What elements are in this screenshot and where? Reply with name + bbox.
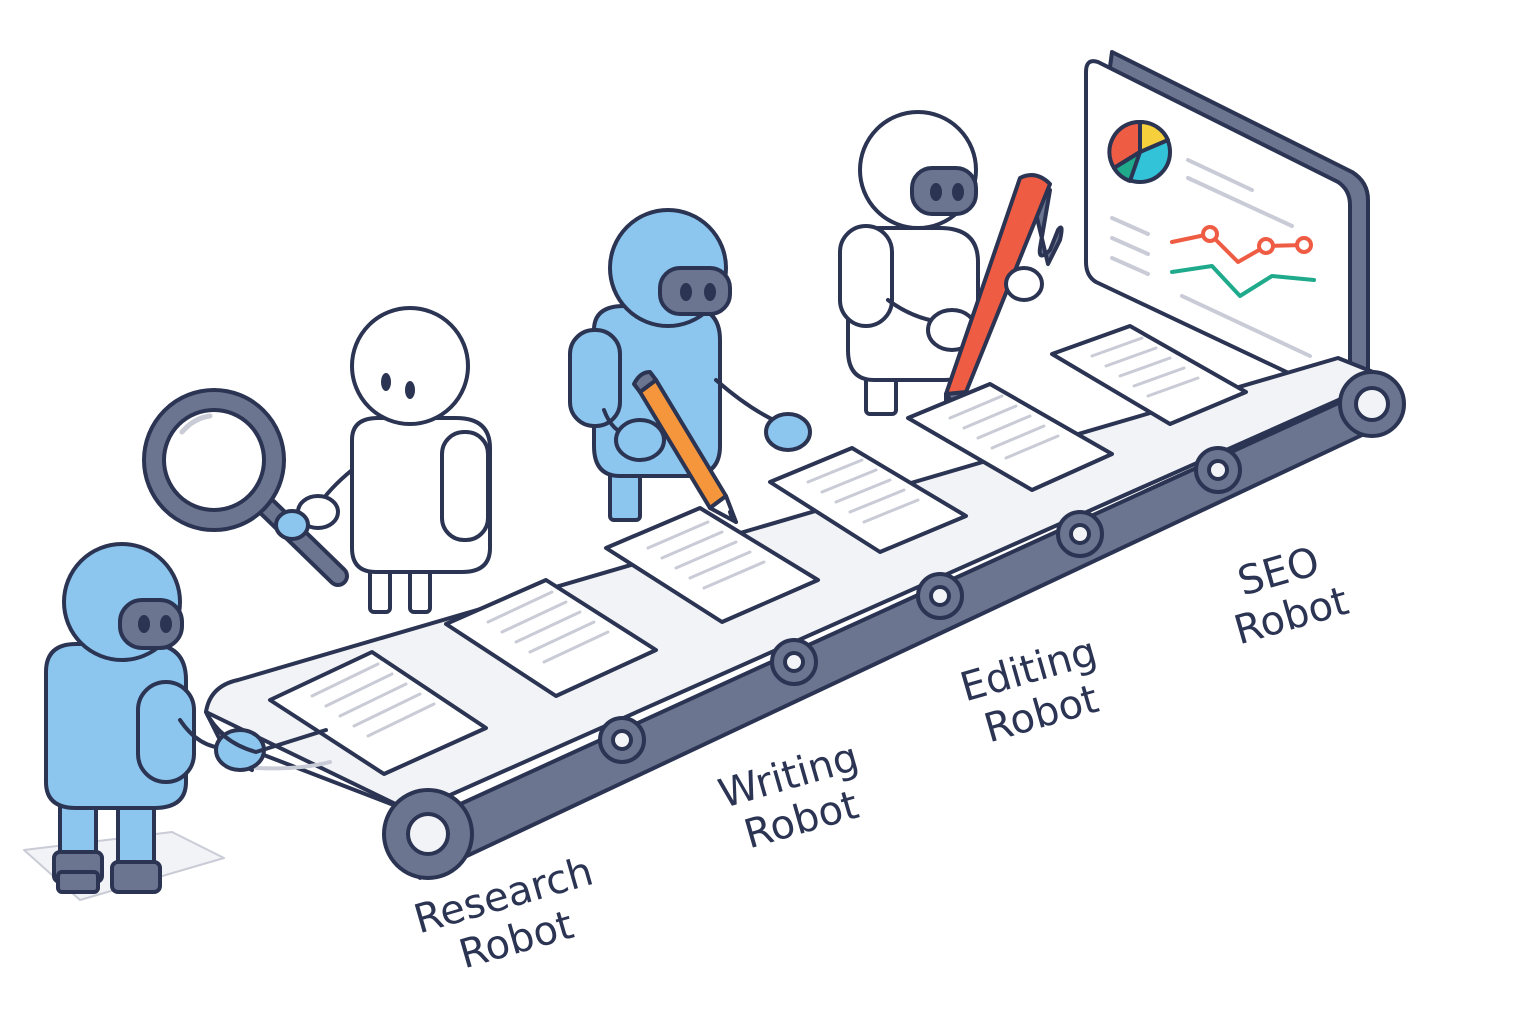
- belt-rollers: [598, 446, 1242, 764]
- document: [1050, 324, 1248, 426]
- document: [444, 578, 658, 698]
- belt-documents: [268, 324, 1248, 776]
- writing-robot-hand: [602, 408, 666, 462]
- document: [906, 382, 1114, 492]
- seo-dashboard-screen: [1084, 50, 1370, 407]
- pencil-icon: [632, 370, 738, 524]
- document: [604, 506, 820, 624]
- paper-feed-sheet: [204, 710, 328, 754]
- document: [268, 650, 488, 776]
- editing-robot-hand: [1004, 266, 1044, 302]
- research-robot-blue: [23, 542, 266, 901]
- document: [768, 446, 968, 554]
- magnifying-glass-icon: [142, 388, 349, 587]
- trend-line-icon: [1170, 225, 1316, 298]
- pie-chart-icon: [1107, 119, 1172, 184]
- editing-robot: [838, 110, 980, 416]
